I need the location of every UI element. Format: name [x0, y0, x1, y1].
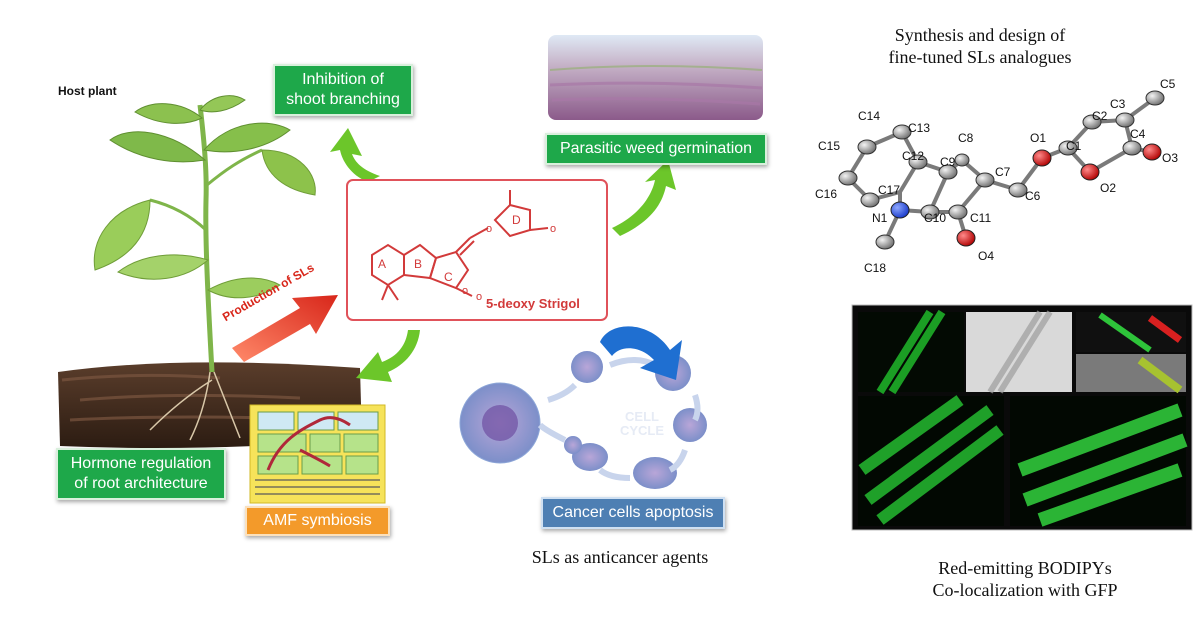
- atom-label: C13: [908, 121, 930, 135]
- atom-label: C9: [940, 155, 956, 169]
- atom-label: C17: [878, 183, 900, 197]
- atom-label: C7: [995, 165, 1011, 179]
- atom-label: C16: [815, 187, 837, 201]
- atom-label: O1: [1030, 131, 1046, 145]
- atom-label: C1: [1066, 139, 1082, 153]
- host-plant-illustration: [93, 95, 316, 373]
- atom-label: C6: [1025, 189, 1041, 203]
- bodipy-caption: Red-emitting BODIPYs Co-localization wit…: [932, 558, 1118, 600]
- strigol-structure: [371, 190, 549, 301]
- cell-cycle-label: CELL CYCLE: [619, 409, 665, 438]
- atom-label: C14: [858, 109, 880, 123]
- host-plant-label: Host plant: [58, 84, 117, 98]
- amf-symbiosis-box: AMF symbiosis: [245, 506, 390, 536]
- parasitic-weed-photo: [548, 35, 763, 120]
- molecule-frame: [346, 179, 608, 321]
- atom-label: C10: [924, 211, 946, 225]
- atom-label: C12: [902, 149, 924, 163]
- atom-label: C4: [1130, 127, 1146, 141]
- atom-label: O3: [1162, 151, 1178, 165]
- svg-text:o: o: [486, 223, 492, 235]
- ring-label-b: B: [414, 257, 423, 271]
- atom-label: C3: [1110, 97, 1126, 111]
- amf-illustration: [249, 404, 386, 504]
- production-arrow: [232, 295, 338, 362]
- cell-cycle-illustration: [459, 326, 707, 489]
- svg-text:o: o: [476, 291, 482, 303]
- ring-label-d: D: [512, 213, 521, 227]
- green-arrows: [330, 128, 676, 382]
- svg-text:o: o: [462, 285, 468, 297]
- anticancer-caption: SLs as anticancer agents: [531, 547, 709, 567]
- atom-label: C11: [970, 211, 991, 225]
- ring-label-c: C: [444, 270, 453, 284]
- microscopy-images: [851, 304, 1193, 531]
- hormone-regulation-box: Hormone regulation of root architecture: [56, 448, 226, 500]
- molecule-name: 5-deoxy Strigol: [486, 296, 580, 311]
- synthesis-title: Synthesis and design of fine-tuned SLs a…: [888, 25, 1072, 67]
- inhibition-box: Inhibition of shoot branching: [273, 64, 413, 116]
- atom-label: C15: [818, 139, 840, 153]
- parasitic-weed-box: Parasitic weed germination: [545, 133, 767, 165]
- atom-label: C2: [1092, 109, 1108, 123]
- atom-label: C5: [1160, 77, 1176, 91]
- svg-text:o: o: [550, 223, 556, 235]
- atom-label: C8: [958, 131, 974, 145]
- atom-label: O2: [1100, 181, 1116, 195]
- atom-label: O4: [978, 249, 994, 263]
- crystal-structure: C14 C13 C15 C12 C9 C8 C7 O1 C1 C2 C3 C4 …: [815, 77, 1178, 275]
- atom-label: N1: [872, 211, 888, 225]
- atom-label: C18: [864, 261, 886, 275]
- strigol-heteroatoms: o o o o: [462, 223, 556, 303]
- ring-label-a: A: [378, 257, 387, 271]
- cancer-apoptosis-box: Cancer cells apoptosis: [541, 497, 725, 529]
